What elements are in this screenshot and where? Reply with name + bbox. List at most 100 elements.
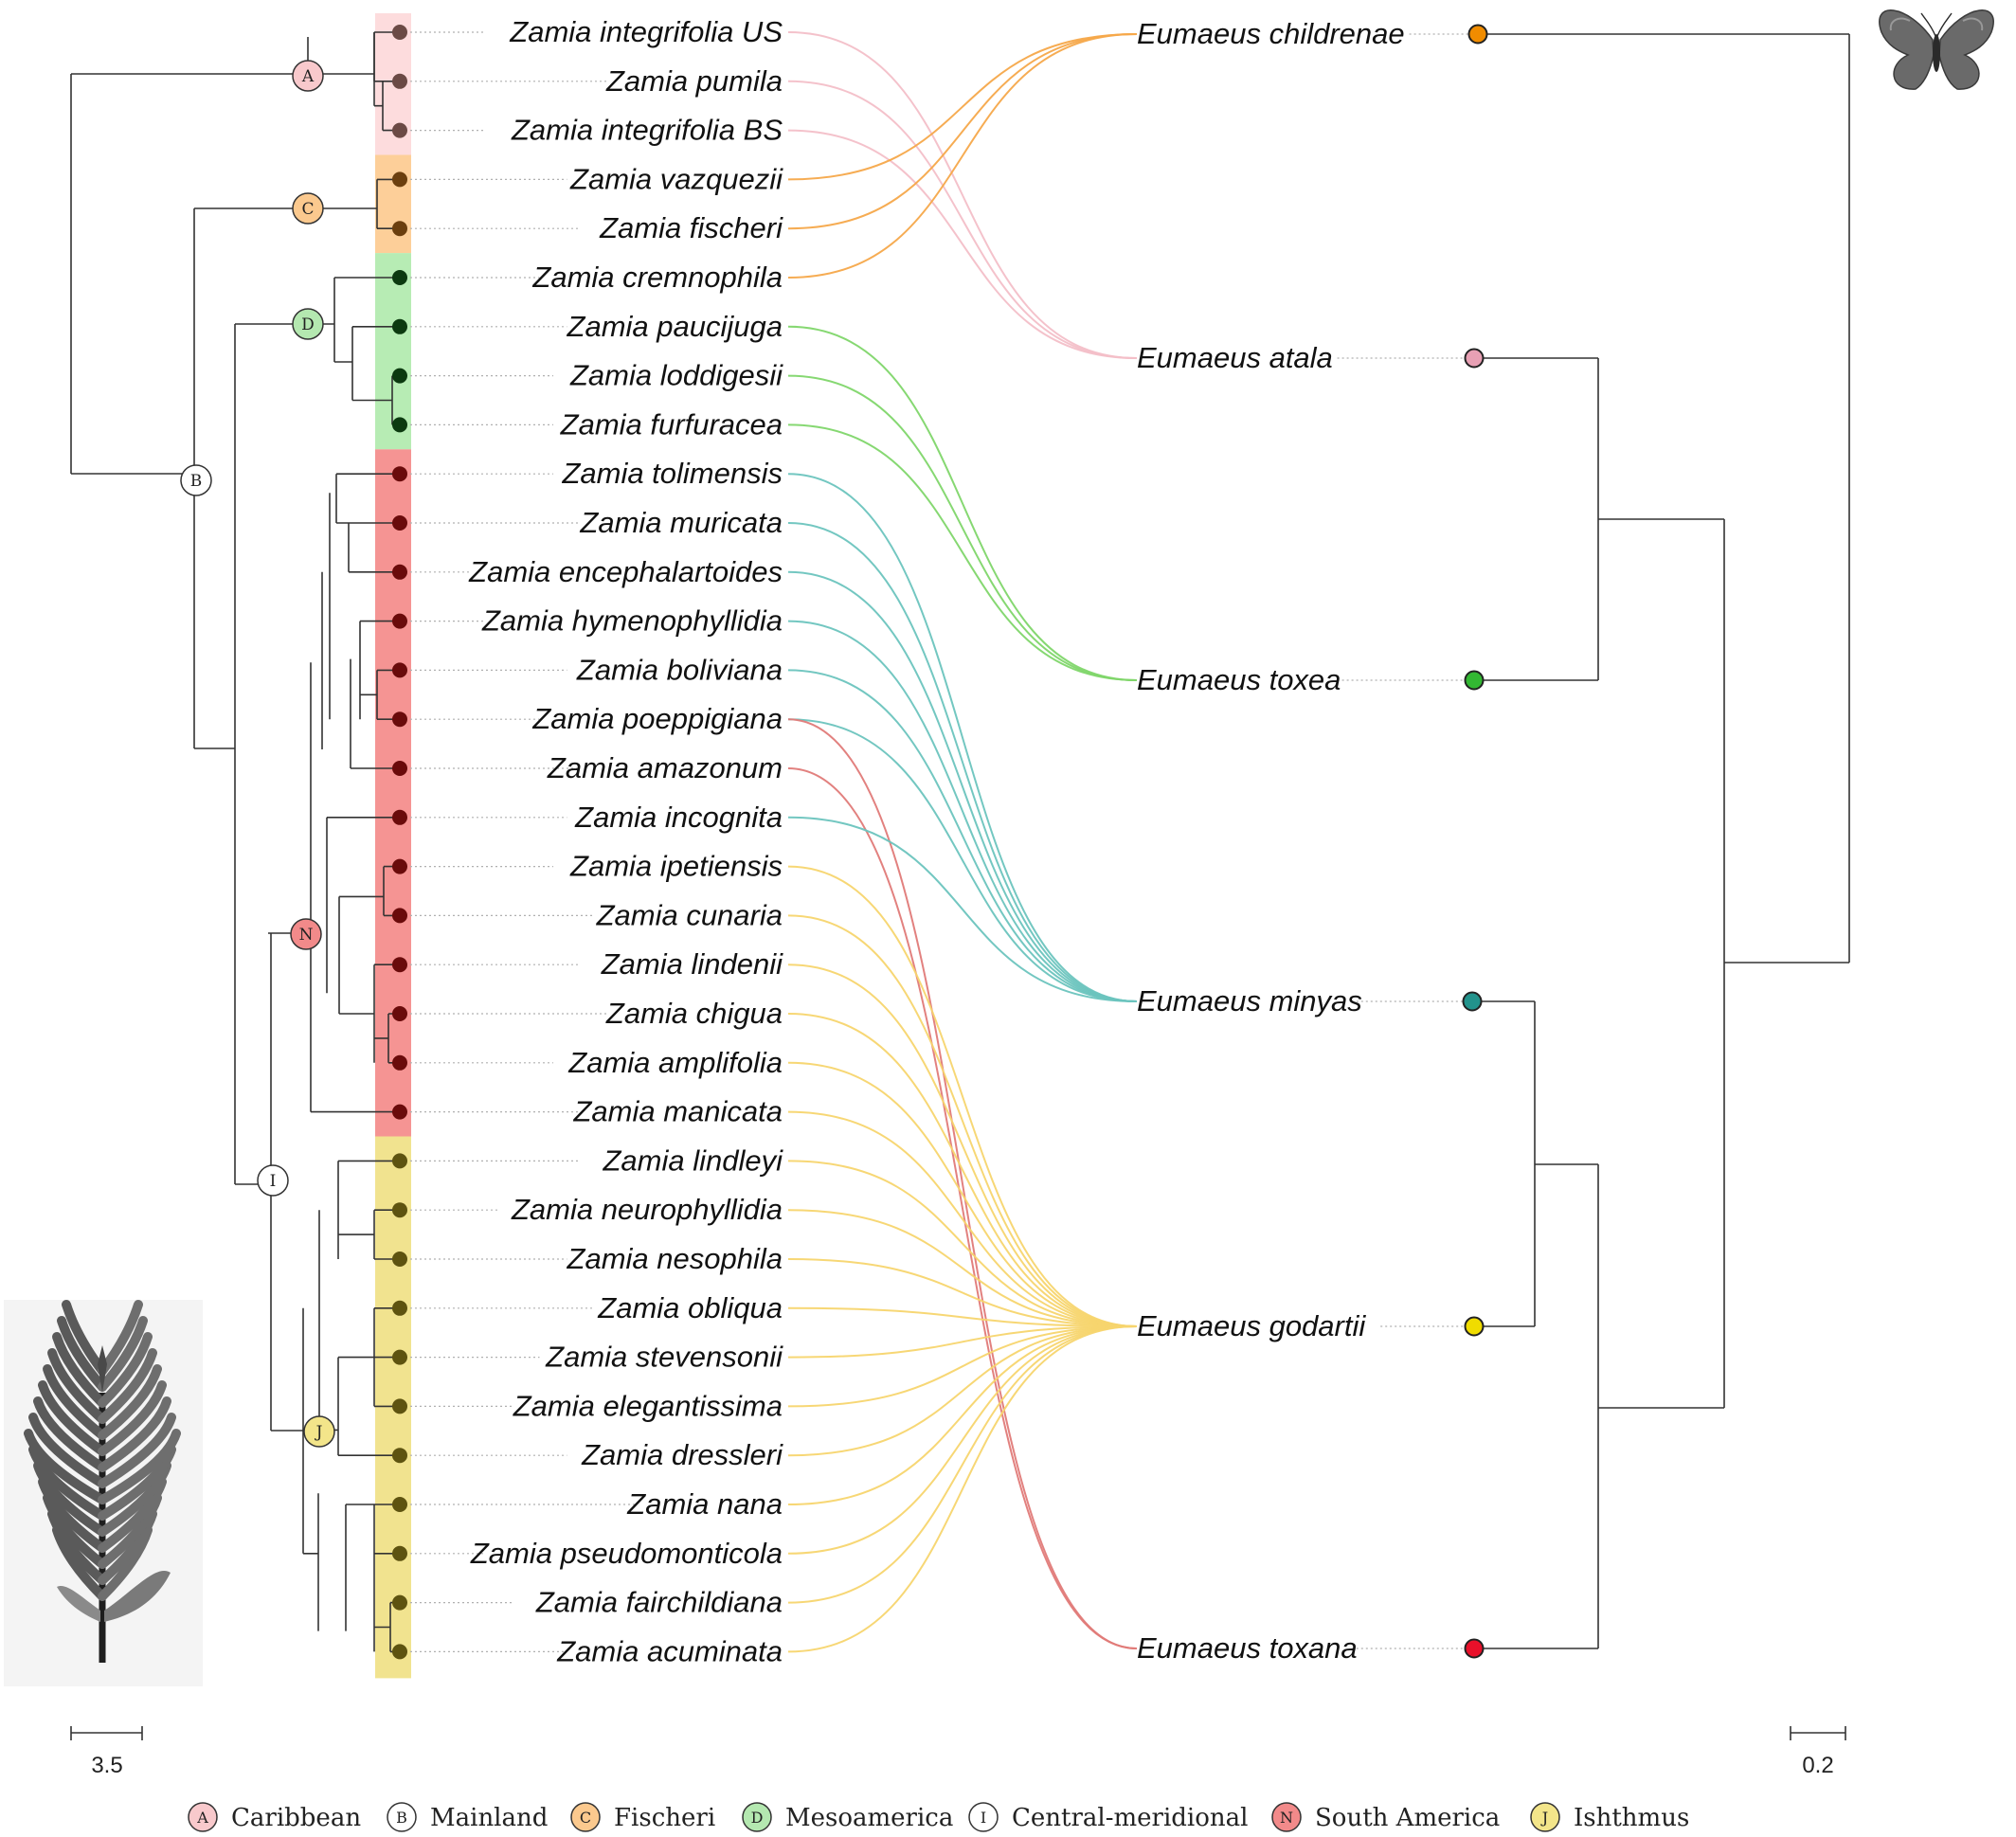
node-badge-n: [290, 918, 322, 950]
label-zamia-manicata: Zamia manicata: [572, 1095, 783, 1128]
link-zamia-integrifolia-us-to-eumaeus-atala: [787, 31, 1138, 359]
label-zamia-integrifolia-us: Zamia integrifolia US: [509, 15, 783, 48]
legend-badge-letter-i: I: [981, 1809, 986, 1827]
branch-j5: [373, 1504, 400, 1653]
tip-dot-zamia-amazonum: [392, 761, 407, 776]
link-zamia-lindleyi-to-eumaeus-godartii: [787, 1160, 1138, 1327]
link-zamia-pseudomonticola-to-eumaeus-godartii: [787, 1325, 1138, 1555]
branch-n4: [359, 620, 400, 720]
left-scale-bar: 3.5: [70, 1726, 143, 1778]
legend-badge-c: [570, 1802, 601, 1832]
butterfly-icon: [1879, 9, 1994, 90]
tip-dot-zamia-hymenophyllidia: [392, 613, 407, 629]
tip-dot-zamia-vazquezii: [392, 171, 407, 188]
right-scale-label: 0.2: [1802, 1753, 1833, 1778]
link-zamia-neurophyllidia-to-eumaeus-godartii: [787, 1209, 1138, 1327]
tip-dot-zamia-chigua: [392, 1006, 407, 1021]
label-zamia-cunaria: Zamia cunaria: [596, 898, 783, 931]
branch-d2: [352, 326, 400, 426]
link-zamia-cremnophila-to-eumaeus-childrenae: [787, 33, 1138, 279]
branch-root: [70, 73, 308, 475]
link-zamia-incognita-to-eumaeus-minyas: [787, 816, 1138, 1002]
legend-badge-letter-j: J: [1540, 1809, 1548, 1827]
association-links: [787, 31, 1138, 1653]
tip-dot-zamia-boliviana: [392, 662, 407, 678]
rbranch-childrenae: [1478, 33, 1850, 964]
label-zamia-cremnophila: Zamia cremnophila: [531, 261, 783, 294]
branch-j3: [337, 1356, 400, 1456]
link-zamia-elegantissima-to-eumaeus-godartii: [787, 1325, 1138, 1408]
node-badge-a: [292, 60, 324, 92]
label-zamia-pumila: Zamia pumila: [605, 64, 783, 98]
tip-dot-zamia-nesophila: [392, 1252, 407, 1267]
tip-dot-eumaeus-toxana: [1464, 1638, 1485, 1659]
label-eumaeus-toxea: Eumaeus toxea: [1137, 663, 1341, 696]
node-badge-letter-i: I: [270, 1172, 277, 1191]
label-zamia-neurophyllidia: Zamia neurophyllidia: [511, 1193, 783, 1226]
tip-dot-zamia-dressleri: [392, 1448, 407, 1464]
tip-dot-zamia-loddigesii: [392, 368, 407, 384]
right-scale-bar: 0.2: [1790, 1726, 1846, 1778]
branch-n5: [350, 658, 400, 769]
link-zamia-vazquezii-to-eumaeus-childrenae: [787, 33, 1138, 181]
node-badge-c: [292, 192, 324, 225]
label-zamia-vazquezii: Zamia vazquezii: [569, 162, 783, 195]
link-zamia-dressleri-to-eumaeus-godartii: [787, 1325, 1138, 1457]
label-zamia-furfuracea: Zamia furfuracea: [560, 407, 783, 441]
tip-dot-zamia-fairchildiana: [392, 1594, 407, 1611]
legend-label-south-america: South America: [1315, 1804, 1500, 1832]
node-badge-b: [180, 464, 212, 496]
legend-badge-a: [188, 1802, 218, 1832]
tip-dot-zamia-pseudomonticola: [392, 1545, 407, 1561]
tip-dot-zamia-muricata: [392, 515, 407, 531]
link-zamia-ipetiensis-to-eumaeus-godartii: [787, 865, 1138, 1327]
link-zamia-encephalartoides-to-eumaeus-minyas: [787, 570, 1138, 1002]
label-zamia-fischeri: Zamia fischeri: [599, 211, 783, 244]
tip-dot-zamia-fischeri: [392, 221, 407, 237]
node-badge-letter-n: N: [299, 926, 314, 945]
tip-dot-zamia-paucijuga: [392, 318, 407, 334]
branch-j6: [345, 1504, 374, 1631]
branch-n2: [348, 523, 400, 573]
legend-label-ishthmus: Ishthmus: [1574, 1804, 1689, 1832]
link-zamia-amplifolia-to-eumaeus-godartii: [787, 1061, 1138, 1327]
node-badge-letter-c: C: [301, 200, 314, 219]
link-zamia-boliviana-to-eumaeus-minyas: [787, 669, 1138, 1002]
link-zamia-loddigesii-to-eumaeus-toxea: [787, 374, 1138, 681]
legend-badge-i: [968, 1802, 999, 1832]
tip-dot-zamia-incognita: [392, 809, 407, 825]
legend-label-mainland: Mainland: [430, 1804, 548, 1832]
legend-badge-n: [1271, 1802, 1302, 1832]
tip-leader-lines: [405, 31, 1468, 1653]
right-scale-bar-line: [1790, 1726, 1846, 1740]
tip-dot-zamia-amplifolia: [392, 1054, 407, 1071]
tip-dot-zamia-ipetiensis: [392, 858, 407, 874]
label-zamia-pseudomonticola: Zamia pseudomonticola: [470, 1537, 783, 1570]
tip-dot-eumaeus-toxea: [1464, 670, 1485, 691]
legend-badge-letter-b: B: [396, 1809, 407, 1827]
label-eumaeus-atala: Eumaeus atala: [1137, 341, 1333, 374]
tip-dot-eumaeus-atala: [1464, 348, 1485, 369]
label-zamia-nana: Zamia nana: [626, 1487, 783, 1521]
label-zamia-obliqua: Zamia obliqua: [597, 1291, 783, 1324]
node-badge-i: [257, 1164, 289, 1197]
link-zamia-tolimensis-to-eumaeus-minyas: [787, 473, 1138, 1002]
label-zamia-integrifolia-bs: Zamia integrifolia BS: [511, 114, 783, 147]
legend-label-mesoamerica: Mesoamerica: [785, 1804, 953, 1832]
label-zamia-acuminata: Zamia acuminata: [556, 1634, 783, 1667]
link-zamia-hymenophyllidia-to-eumaeus-minyas: [787, 620, 1138, 1002]
left-scale-bar-line: [70, 1726, 143, 1740]
link-zamia-stevensonii-to-eumaeus-godartii: [787, 1325, 1138, 1359]
tip-dot-zamia-lindenii: [392, 957, 407, 973]
branch-n7: [326, 817, 400, 994]
label-zamia-hymenophyllidia: Zamia hymenophyllidia: [481, 604, 783, 638]
label-zamia-lindleyi: Zamia lindleyi: [602, 1144, 783, 1177]
link-zamia-nana-to-eumaeus-godartii: [787, 1325, 1138, 1505]
label-zamia-paucijuga: Zamia paucijuga: [567, 310, 783, 343]
label-zamia-tolimensis: Zamia tolimensis: [561, 457, 783, 490]
